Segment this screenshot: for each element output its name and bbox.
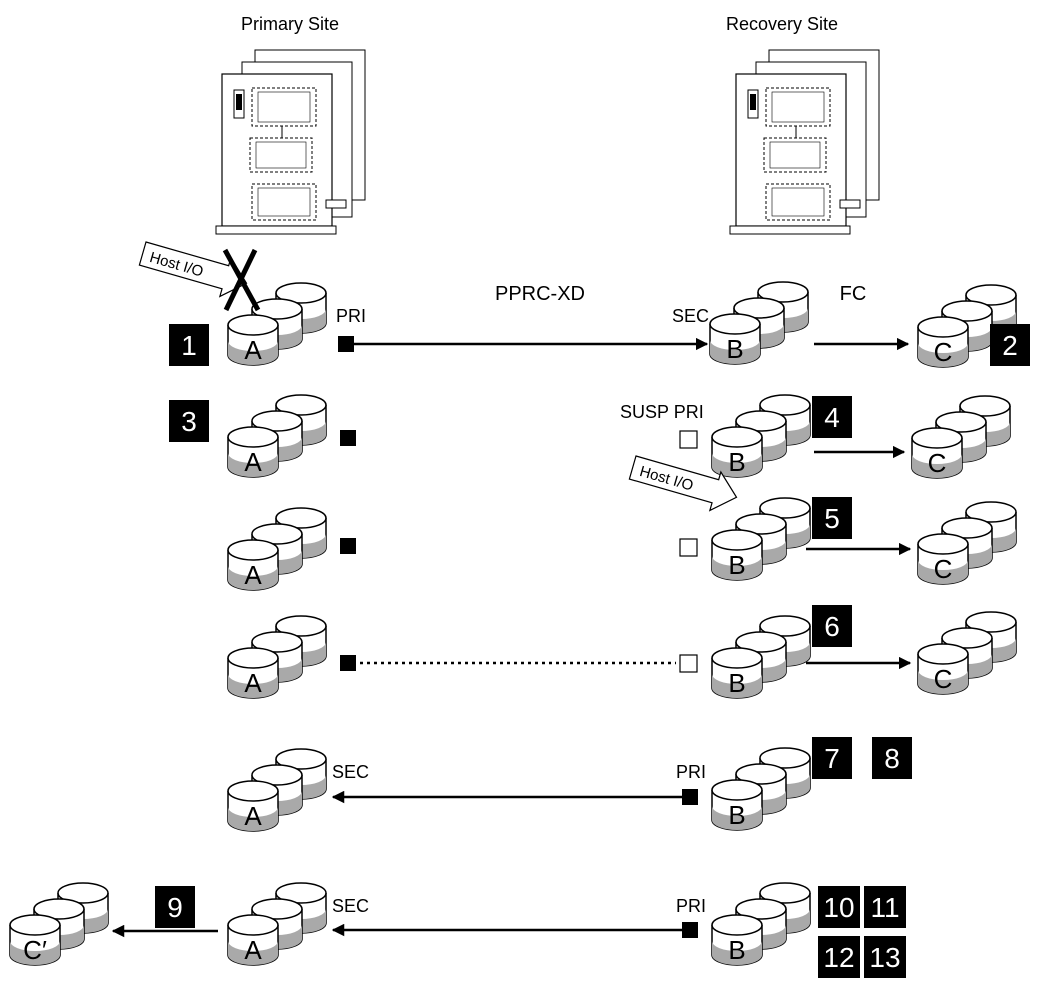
pri-label: PRI xyxy=(336,306,366,326)
volume-b-label: B xyxy=(728,800,745,830)
volume-b-label: B xyxy=(728,550,745,580)
volume-b-stack: B xyxy=(711,615,811,699)
volume-c-stack: C xyxy=(917,501,1017,585)
suspended-marker xyxy=(679,430,698,449)
step-badge-7: 7 xyxy=(812,737,852,779)
volume-a-stack: A xyxy=(227,507,327,591)
volume-a-label: A xyxy=(244,801,262,831)
sec-label: SEC xyxy=(332,762,369,782)
step-badge-8: 8 xyxy=(872,737,912,779)
svg-text:9: 9 xyxy=(167,892,183,923)
primary-site-label: Primary Site xyxy=(241,14,339,34)
step-badge-9: 9 xyxy=(155,886,195,928)
svg-text:12: 12 xyxy=(823,942,854,973)
volume-c-label: C xyxy=(928,448,947,478)
volume-c-stack: C xyxy=(917,611,1017,695)
pprc-xd-label: PPRC-XD xyxy=(495,283,585,305)
volume-b-stack: B xyxy=(711,747,811,831)
step-badge-6: 6 xyxy=(812,605,852,647)
volume-c-label: C xyxy=(934,554,953,584)
volume-b-label: B xyxy=(728,935,745,965)
volume-a-stack: A xyxy=(227,615,327,699)
svg-text:10: 10 xyxy=(823,892,854,923)
volume-a-stack: A xyxy=(227,882,327,966)
step-badge-2: 2 xyxy=(990,324,1030,366)
recovery-site-label: Recovery Site xyxy=(726,14,838,34)
svg-text:4: 4 xyxy=(824,402,840,433)
svg-text:13: 13 xyxy=(869,942,900,973)
suspended-marker xyxy=(679,538,698,557)
sec-label: SEC xyxy=(672,306,709,326)
step-badge-5: 5 xyxy=(812,497,852,539)
volume-a-label: A xyxy=(244,447,262,477)
volume-a-stack: A xyxy=(227,748,327,832)
step-badge-11: 11 xyxy=(864,886,906,928)
step-badge-3: 3 xyxy=(169,400,209,442)
volume-b-label: B xyxy=(728,447,745,477)
svg-text:8: 8 xyxy=(884,743,900,774)
volume-a-label: A xyxy=(244,560,262,590)
susp-pri-label: SUSP PRI xyxy=(620,402,704,422)
step-badge-4: 4 xyxy=(812,396,852,438)
svg-text:5: 5 xyxy=(824,503,840,534)
pri-marker xyxy=(340,430,356,446)
volume-a-stack: A xyxy=(227,394,327,478)
step-badge-13: 13 xyxy=(864,936,906,978)
volume-b-label: B xyxy=(728,668,745,698)
volume-a-label: A xyxy=(244,335,262,365)
pri-marker xyxy=(682,922,698,938)
volume-a-label: A xyxy=(244,935,262,965)
sec-label: SEC xyxy=(332,896,369,916)
primary-server-icon xyxy=(215,49,366,235)
pri-marker xyxy=(682,789,698,805)
volume-b-label: B xyxy=(726,334,743,364)
volume-c-stack: C xyxy=(911,395,1011,479)
pri-marker xyxy=(340,655,356,671)
volume-b-stack: B xyxy=(709,281,809,365)
pri-label: PRI xyxy=(676,762,706,782)
volume-c-stack: C xyxy=(917,284,1017,368)
recovery-server-icon xyxy=(729,49,880,235)
volume-b-stack: B xyxy=(711,497,811,581)
step-badge-12: 12 xyxy=(818,936,860,978)
svg-text:2: 2 xyxy=(1002,330,1018,361)
volume-c-prime-stack: C′ xyxy=(9,882,109,966)
step-badge-10: 10 xyxy=(818,886,860,928)
volume-a-stack: A xyxy=(227,282,327,366)
volume-a-label: A xyxy=(244,668,262,698)
failure-x-icon xyxy=(222,248,261,312)
volume-b-stack: B xyxy=(711,882,811,966)
svg-text:1: 1 xyxy=(181,330,197,361)
svg-text:3: 3 xyxy=(181,406,197,437)
volume-b-stack: B xyxy=(711,394,811,478)
pri-marker xyxy=(338,336,354,352)
fc-label: FC xyxy=(840,283,867,305)
svg-text:7: 7 xyxy=(824,743,840,774)
volume-c-label: C xyxy=(934,337,953,367)
pri-marker xyxy=(340,538,356,554)
svg-text:6: 6 xyxy=(824,611,840,642)
volume-c-label: C xyxy=(934,664,953,694)
svg-text:11: 11 xyxy=(870,892,899,923)
pri-label: PRI xyxy=(676,896,706,916)
suspended-marker xyxy=(679,654,698,673)
volume-c-prime-label: C′ xyxy=(23,935,47,965)
step-badge-1: 1 xyxy=(169,324,209,366)
